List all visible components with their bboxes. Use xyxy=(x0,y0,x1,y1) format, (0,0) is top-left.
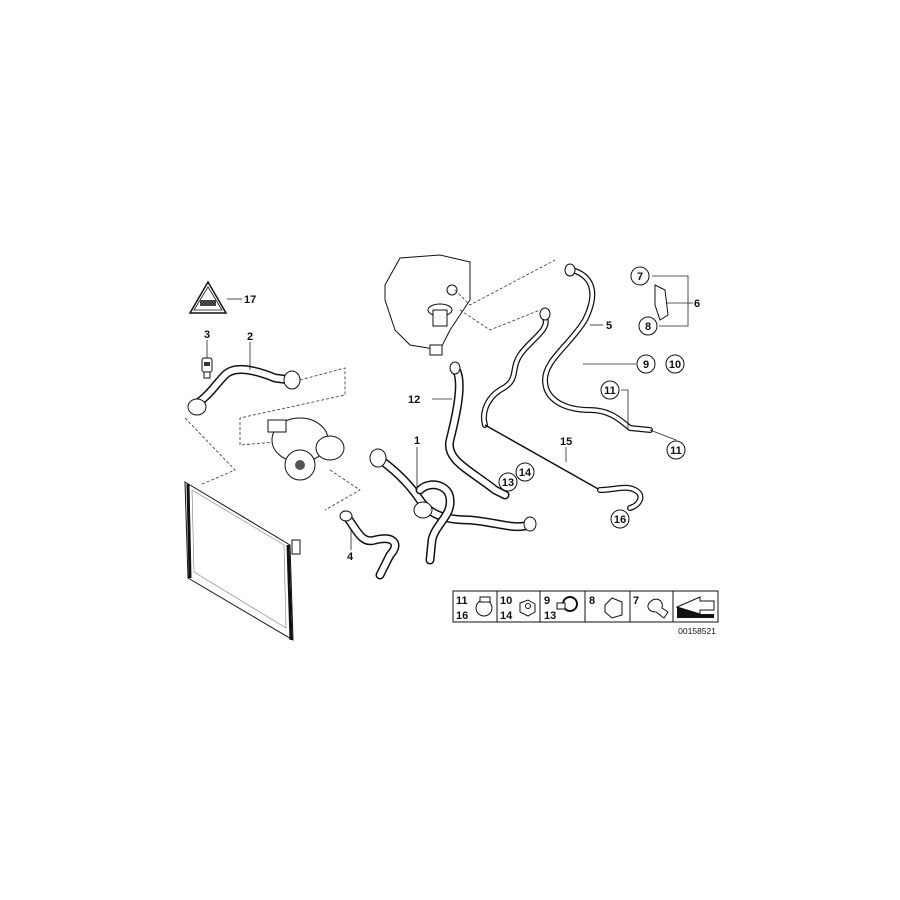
legend-number: 16 xyxy=(456,610,468,622)
callout-12: 12 xyxy=(408,394,420,406)
legend-number: 11 xyxy=(456,595,468,607)
callout-label: 11 xyxy=(604,385,616,397)
callout-8: 8 xyxy=(638,316,658,336)
expansion-tank xyxy=(384,254,471,356)
clip-icon xyxy=(647,598,669,619)
callout-14: 14 xyxy=(515,462,535,482)
callout-4: 4 xyxy=(347,551,354,563)
temperature-sensor xyxy=(201,340,213,379)
callout-6: 6 xyxy=(694,298,700,310)
connector-dashed-line xyxy=(324,469,361,511)
legend-number: 8 xyxy=(589,595,595,607)
legend-number: 10 xyxy=(500,595,512,607)
legend-number: 14 xyxy=(500,610,513,622)
leader-line xyxy=(621,389,629,430)
callout-3: 3 xyxy=(204,329,210,341)
connector-dashed-line xyxy=(459,309,541,331)
legend-number: 9 xyxy=(544,595,550,607)
callout-13: 13 xyxy=(498,472,518,492)
line-15 xyxy=(484,424,644,511)
legend-number: 7 xyxy=(633,595,639,607)
hose-12 xyxy=(432,361,510,500)
connector-dashed-line xyxy=(239,367,346,446)
clip-clamp-icon xyxy=(556,596,578,612)
holder-icon xyxy=(604,597,623,619)
callout-1: 1 xyxy=(414,435,420,447)
callout-label: 11 xyxy=(670,445,682,457)
parts-legend: 11 16 10 14 9 13 8 7 xyxy=(452,590,719,623)
callout-17: 17 xyxy=(244,294,256,306)
callout-label: 10 xyxy=(669,359,681,371)
hose-clamp-icon xyxy=(475,596,493,617)
water-pump xyxy=(267,417,345,481)
leader-line xyxy=(649,429,677,441)
callout-label: 8 xyxy=(645,321,651,333)
hose-5 xyxy=(480,263,653,433)
callout-label: 9 xyxy=(643,359,649,371)
hose-1 xyxy=(369,447,537,565)
hose-2 xyxy=(187,342,301,416)
callout-7: 7 xyxy=(630,266,650,286)
callout-11: 11 xyxy=(600,380,620,400)
diagram-number: 00158521 xyxy=(678,626,716,636)
callout-11: 11 xyxy=(666,440,686,460)
callout-label: 14 xyxy=(519,467,532,479)
callout-2: 2 xyxy=(247,331,253,343)
warning-label-icon xyxy=(188,280,228,314)
callout-label: 13 xyxy=(502,477,514,489)
radiator xyxy=(184,481,301,641)
callout-label: 7 xyxy=(637,271,643,283)
bracket-6 xyxy=(652,275,693,327)
connector-dashed-line xyxy=(184,417,236,486)
callout-9: 9 xyxy=(636,354,656,374)
callout-label: 16 xyxy=(614,514,626,526)
connector-dashed-line xyxy=(454,259,556,306)
nut-icon xyxy=(519,599,536,617)
arrow-icon xyxy=(675,596,715,618)
callout-16: 16 xyxy=(610,509,630,529)
callout-5: 5 xyxy=(606,320,612,332)
hose-4 xyxy=(339,510,400,580)
legend-number: 13 xyxy=(544,610,556,622)
callout-15: 15 xyxy=(560,436,572,448)
callout-10: 10 xyxy=(665,354,685,374)
